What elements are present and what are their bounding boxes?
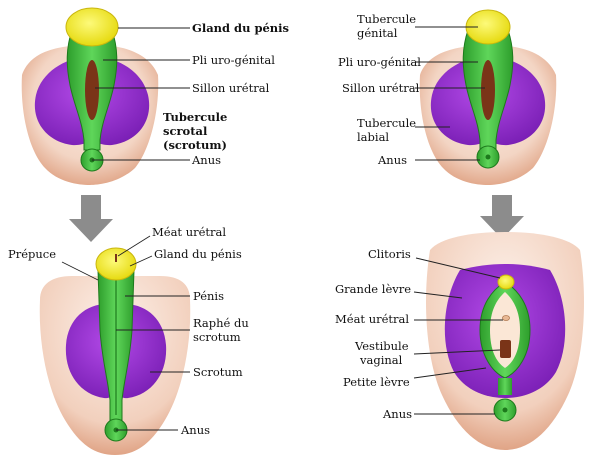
label-urogenital-fold: Pli uro-génital <box>338 55 421 69</box>
label-meatus: Méat urétral <box>152 225 226 239</box>
label-prepuce: Prépuce <box>8 247 56 261</box>
glans-shape <box>95 247 137 281</box>
anus-center <box>485 154 491 160</box>
leader-prepuce <box>61 261 99 281</box>
anus-center <box>502 407 508 413</box>
label-genital-tubercle-line2: génital <box>357 26 398 40</box>
label-urethral-groove: Sillon urétral <box>192 81 270 95</box>
label-anus: Anus <box>382 407 412 421</box>
label-scrotal-swelling-line1: Tubercule <box>163 110 227 124</box>
urethral-meatus-shape <box>502 315 510 321</box>
leader-glans <box>129 255 153 267</box>
urethral-groove-shape <box>481 60 495 120</box>
panel-female-final: Clitoris Grande lèvre Méat urétral Vesti… <box>335 232 584 450</box>
panel-male-final: Méat urétral Gland du pénis Prépuce Péni… <box>8 225 249 455</box>
label-urethral-groove: Sillon urétral <box>342 81 420 95</box>
label-glans: Gland du pénis <box>192 21 289 35</box>
vaginal-opening-shape <box>500 340 511 358</box>
label-scrotal-swelling-line2: scrotal <box>163 124 208 138</box>
leader-labia-minora <box>413 367 487 379</box>
leader-vestibule <box>413 349 501 355</box>
label-meatus: Méat urétral <box>335 312 409 326</box>
label-labial-swelling-line2: labial <box>357 130 389 144</box>
label-labia-majora: Grande lèvre <box>335 282 411 296</box>
perineum-shape <box>498 378 512 395</box>
label-raphe-line2: scrotum <box>193 330 241 344</box>
arrow-male-down <box>69 195 113 242</box>
label-anus: Anus <box>191 153 221 167</box>
label-scrotal-swelling-line3: (scrotum) <box>163 138 227 152</box>
label-clitoris: Clitoris <box>368 247 411 261</box>
clitoris-shape <box>497 274 515 290</box>
label-anus: Anus <box>377 153 407 167</box>
label-glans: Gland du pénis <box>154 247 242 261</box>
label-genital-tubercle-line1: Tubercule <box>357 12 416 26</box>
label-anus: Anus <box>180 423 210 437</box>
panel-female-undifferentiated: Tubercule génital Pli uro-génital Sillon… <box>338 9 557 185</box>
label-scrotum: Scrotum <box>193 365 243 379</box>
label-raphe-line1: Raphé du <box>193 316 249 330</box>
label-labial-swelling-line1: Tubercule <box>357 116 416 130</box>
label-penis: Pénis <box>193 289 224 303</box>
label-urogenital-fold: Pli uro-génital <box>192 53 275 67</box>
glans-shape <box>65 7 119 47</box>
leader-clitoris <box>415 257 501 279</box>
urethral-groove-shape <box>85 60 99 120</box>
vestibule-shape <box>490 292 520 368</box>
label-vestibule-line2: vaginal <box>359 353 403 367</box>
panel-male-undifferentiated: Gland du pénis Pli uro-génital Sillon ur… <box>21 7 289 185</box>
leader-labia-majora <box>413 291 463 299</box>
label-vestibule-line1: Vestibule <box>354 339 409 353</box>
label-labia-minora: Petite lèvre <box>343 375 410 389</box>
arrow-female-down <box>480 195 524 239</box>
leader-meatus <box>117 235 151 257</box>
